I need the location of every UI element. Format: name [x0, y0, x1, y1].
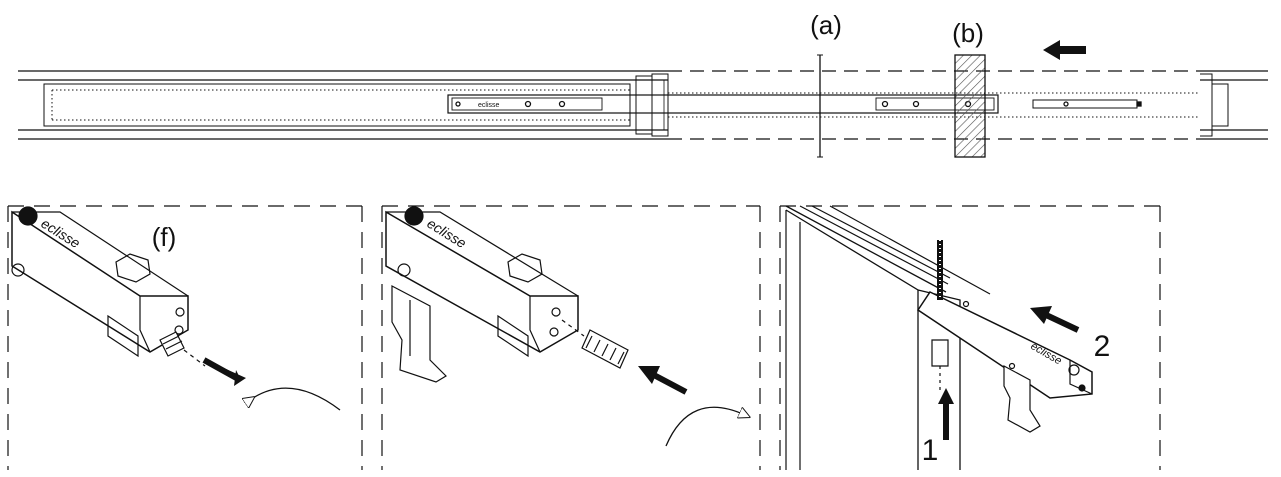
tool-a-marker [817, 54, 823, 158]
rail-plan-view: eclisse [18, 70, 1268, 140]
svg-text:eclisse: eclisse [478, 102, 500, 109]
direction-arrow-left-icon [1043, 40, 1086, 60]
panel-remove-screw: eclisse [7, 205, 363, 470]
lift-arrow-up-icon [938, 388, 954, 440]
label-b: (b) [952, 18, 984, 48]
push-arrow-icon [202, 357, 246, 386]
block-b [954, 54, 986, 158]
slide-arrow-icon [1030, 306, 1080, 333]
label-a: (a) [810, 10, 842, 40]
label-f: (f) [152, 222, 177, 252]
label-step-2: 2 [1094, 330, 1111, 363]
panel-install-door: eclisse [779, 205, 1161, 470]
panel-insert-screw: eclisse [381, 205, 761, 470]
label-step-1: 1 [922, 434, 939, 467]
insert-arrow-icon [638, 366, 688, 395]
